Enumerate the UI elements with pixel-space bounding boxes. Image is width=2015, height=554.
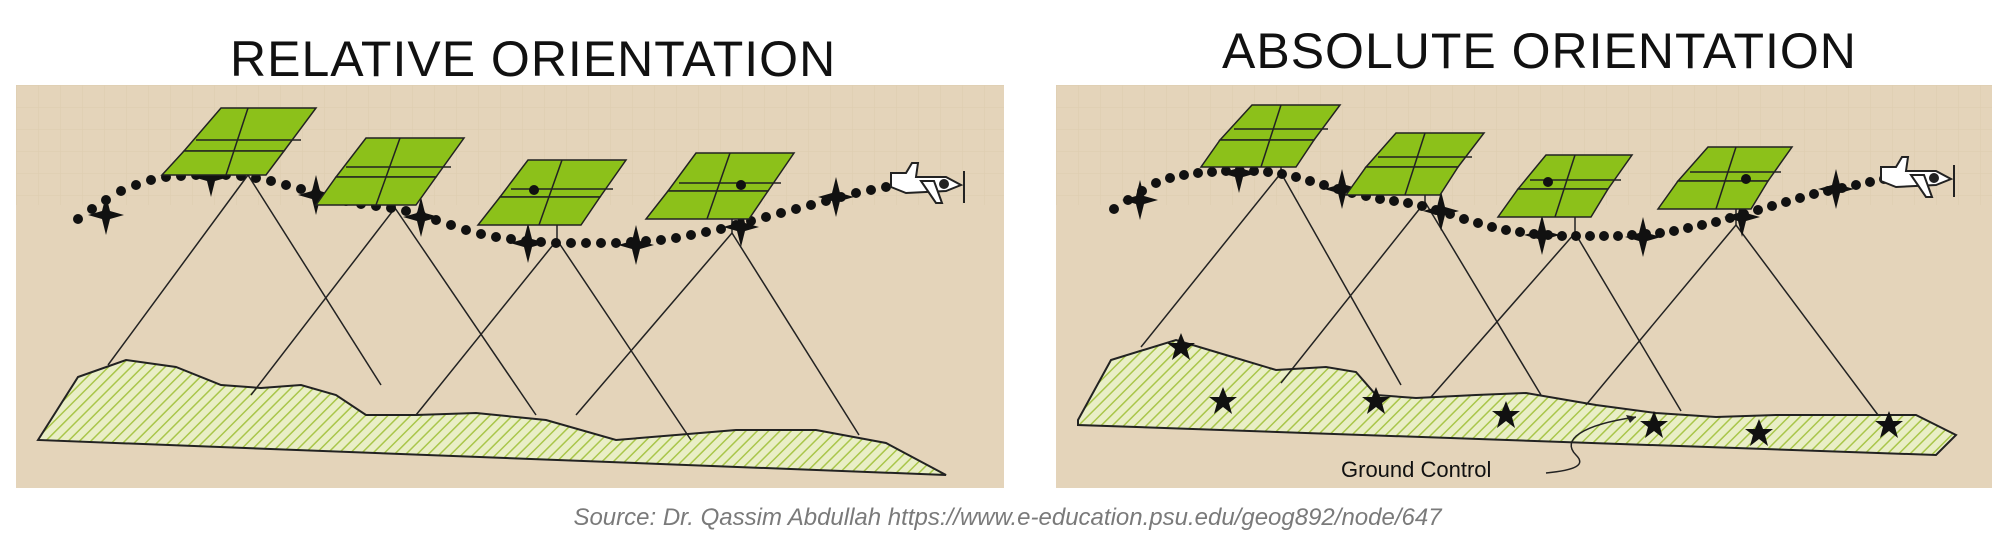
airplane-icon	[1880, 156, 1955, 198]
ground-control-label: Ground Control	[1341, 457, 1491, 482]
star-icon	[818, 177, 854, 217]
absolute-orientation-diagram: Ground Control	[1056, 85, 1992, 482]
exposure-star-icons	[88, 157, 854, 265]
exposure-star-icons	[1122, 153, 1854, 257]
airplane-icon	[890, 162, 965, 204]
star-icon	[1818, 169, 1854, 209]
star-icon	[1625, 217, 1661, 257]
star-icon	[1362, 387, 1390, 414]
photo-frame-icons	[160, 107, 796, 226]
photo-frame-icon	[644, 152, 796, 220]
photo-frame-icon	[1199, 104, 1342, 168]
photo-frame-icon	[1496, 154, 1634, 218]
star-icon	[1423, 191, 1459, 231]
star-icon	[403, 197, 439, 237]
ground-control-star-icons	[1167, 333, 1903, 446]
star-icon	[1745, 419, 1773, 446]
relative-orientation-title: RELATIVE ORIENTATION	[230, 31, 837, 87]
photo-frame-icons	[1199, 104, 1794, 218]
terrain	[36, 358, 947, 476]
star-icon	[1724, 197, 1760, 237]
absolute-orientation-panel: Ground Control	[1056, 85, 1992, 488]
star-icon	[723, 207, 759, 247]
terrain	[1077, 338, 1958, 457]
star-icon	[1524, 215, 1560, 255]
projection-lines	[1140, 140, 1879, 416]
arrow-head-icon	[1626, 415, 1636, 423]
photo-frame-icon	[1656, 146, 1794, 210]
absolute-orientation-title: ABSOLUTE ORIENTATION	[1222, 23, 1857, 79]
star-icon	[510, 223, 546, 263]
star-icon	[1167, 333, 1195, 360]
relative-orientation-diagram	[16, 85, 1004, 476]
star-icon	[1122, 180, 1158, 220]
star-icon	[1640, 411, 1668, 438]
star-icon	[1221, 153, 1257, 193]
star-icon	[1324, 169, 1360, 209]
star-icon	[193, 157, 229, 197]
tie-point-dots	[529, 180, 746, 195]
tie-point-dots	[1543, 174, 1751, 187]
photo-frame-icon	[314, 137, 466, 206]
photo-frame-icon	[160, 107, 318, 176]
photo-frame-icon	[1344, 132, 1486, 196]
relative-orientation-panel	[16, 85, 1004, 488]
star-icon	[88, 195, 124, 235]
star-icon	[1209, 387, 1237, 414]
source-caption: Source: Dr. Qassim Abdullah https://www.…	[573, 504, 1442, 531]
star-icon	[1875, 411, 1903, 438]
star-icon	[618, 225, 654, 265]
ground-control-leader	[1545, 416, 1637, 474]
star-icon	[298, 175, 334, 215]
star-icon	[1492, 401, 1520, 428]
